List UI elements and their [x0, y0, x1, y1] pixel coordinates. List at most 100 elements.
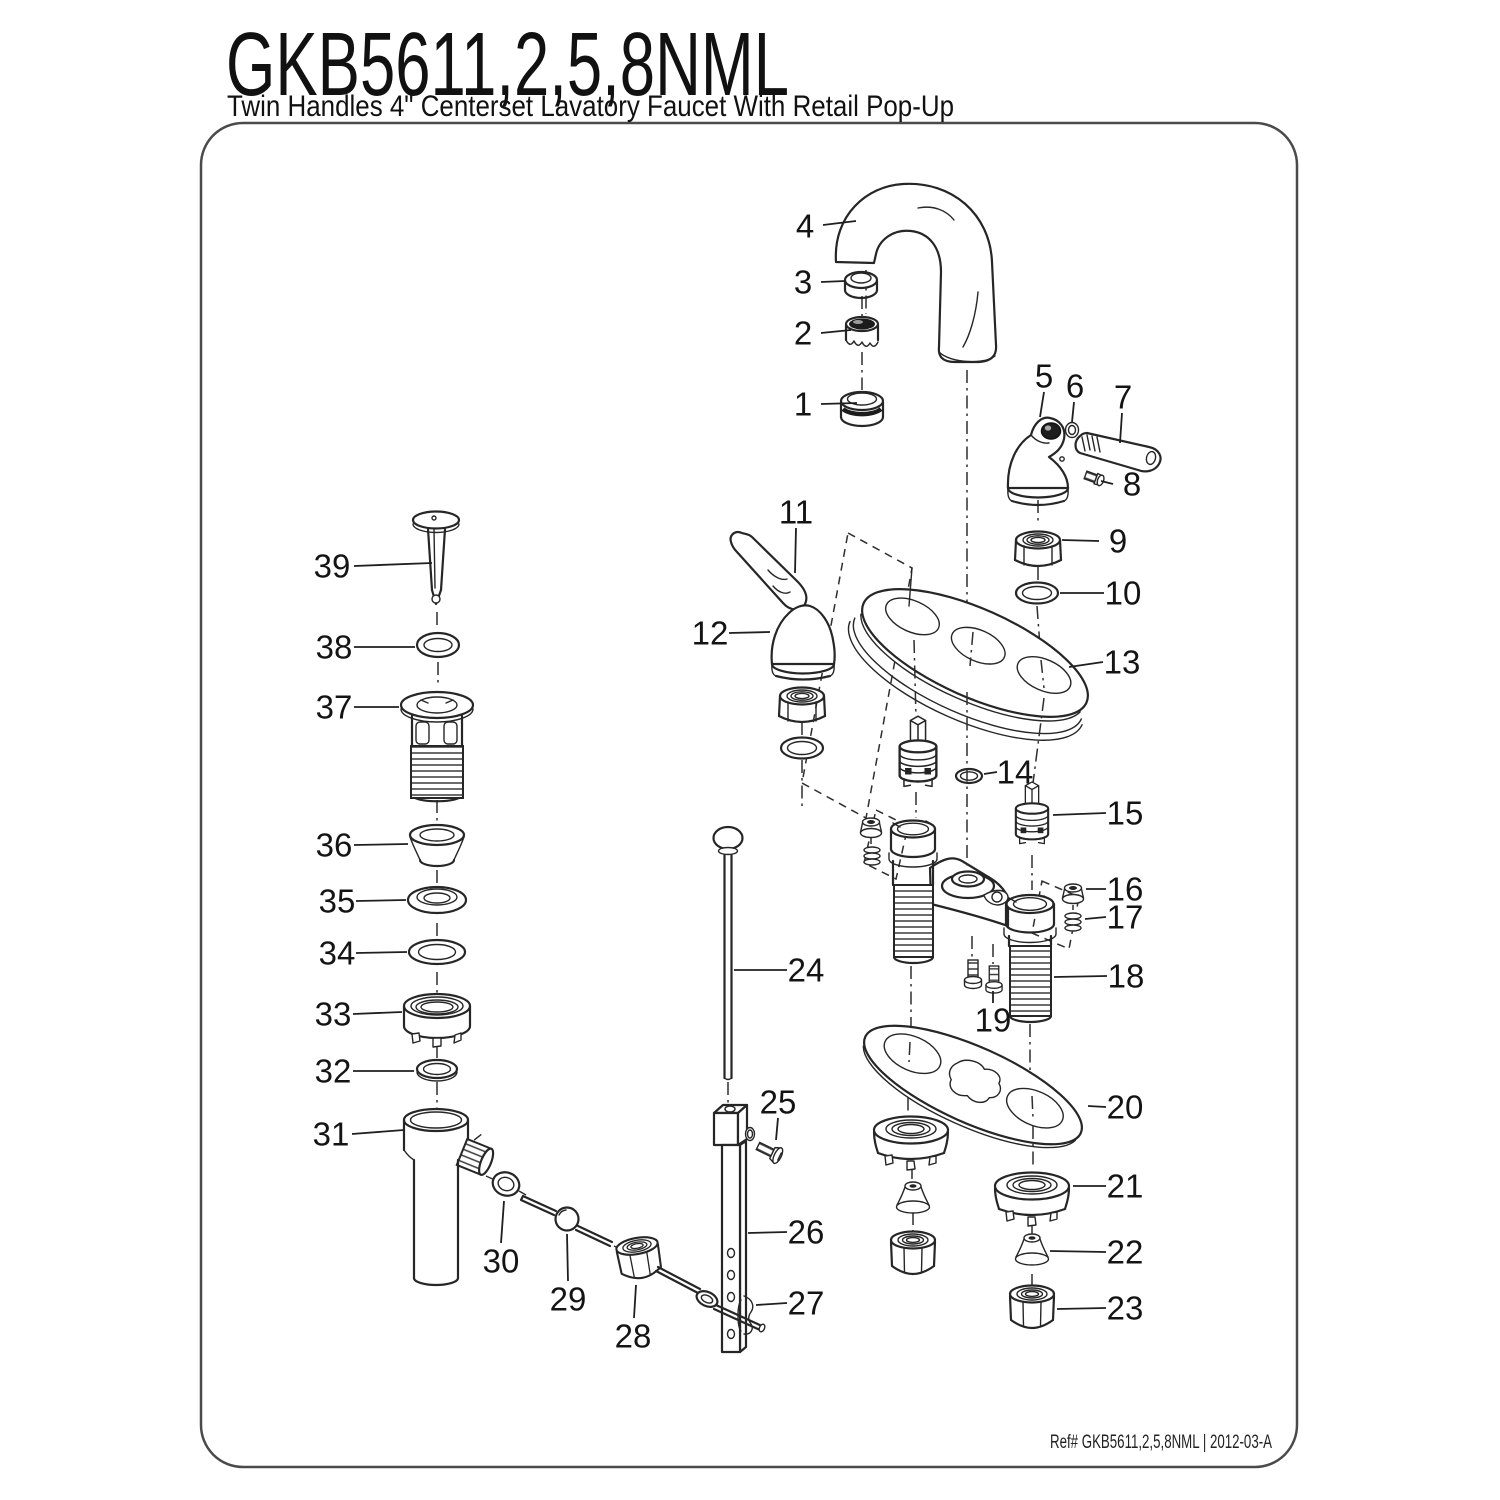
part-label-10: 10: [1105, 575, 1142, 612]
cone-washer-22-drawing: [1014, 1233, 1050, 1266]
leader-line-2: [820, 329, 852, 334]
gasket-32-drawing: [415, 1058, 459, 1082]
part-label-3: 3: [794, 264, 812, 301]
oring-14-drawing: [954, 767, 984, 785]
leader-line-9: [1061, 539, 1100, 542]
leader-line-35: [355, 899, 407, 902]
leader-line-8: [1100, 480, 1114, 485]
leader-line-33: [352, 1011, 403, 1015]
part-label-24: 24: [788, 952, 825, 989]
strap-drawing: [720, 1139, 748, 1354]
part-label-14: 14: [997, 754, 1034, 791]
explode-planes: [801, 531, 1080, 951]
right-lever-drawing: [1074, 431, 1162, 473]
left-mounting-nut-drawing: [872, 1115, 950, 1172]
leader-line-13: [1068, 661, 1104, 668]
leader-line-4: [822, 220, 857, 226]
part-label-16: 16: [1107, 871, 1144, 908]
part-label-32: 32: [315, 1053, 352, 1090]
leader-line-22: [1049, 1250, 1107, 1253]
pivot-rod-tail-drawing: [654, 1265, 766, 1333]
part-label-31: 31: [313, 1116, 350, 1153]
leader-line-39: [353, 562, 433, 567]
lift-rod-drawing: [712, 825, 744, 1081]
page-subtitle: Twin Handles 4" Centerset Lavatory Fauce…: [227, 90, 954, 123]
leader-line-31: [351, 1129, 405, 1135]
mounting-nut-21-drawing: [993, 1171, 1071, 1228]
part-label-18: 18: [1108, 958, 1145, 995]
left-cartridge-drawing: [898, 714, 938, 788]
leader-line-1: [820, 402, 858, 405]
part-label-29: 29: [550, 1281, 587, 1318]
left-handle-drawing: [729, 531, 836, 681]
part-label-33: 33: [315, 996, 352, 1033]
leader-line-26: [747, 1231, 788, 1234]
part-label-19: 19: [975, 1002, 1012, 1039]
leader-line-11: [794, 527, 797, 574]
left-spring-drawing: [863, 846, 881, 866]
body-screws-drawing: [963, 959, 1003, 994]
leader-line-29: [566, 1233, 569, 1282]
part-label-26: 26: [788, 1214, 825, 1251]
right-handle-washer-drawing: [1014, 581, 1060, 605]
leader-line-12: [728, 631, 771, 634]
deck-plate-drawing: [847, 588, 1089, 741]
part-label-11: 11: [779, 494, 813, 531]
part-label-17: 17: [1107, 899, 1144, 936]
leader-line-36: [353, 843, 409, 846]
part-label-13: 13: [1104, 644, 1141, 681]
leader-line-5: [1039, 391, 1045, 418]
part-label-12: 12: [692, 615, 729, 652]
leader-line-34: [355, 951, 408, 954]
spout-flange-ring-drawing: [843, 270, 879, 300]
spout-drawing: [834, 182, 998, 364]
leader-line-6: [1071, 401, 1075, 423]
part-label-6: 6: [1066, 368, 1084, 405]
cone-washer-36-drawing: [408, 823, 466, 868]
coupling-nut-23-drawing: [1008, 1284, 1056, 1330]
strap-block-drawing: [712, 1103, 756, 1147]
part-label-30: 30: [483, 1243, 520, 1280]
part-label-4: 4: [796, 208, 814, 245]
pivot-ball-drawing: [554, 1206, 580, 1232]
part-label-27: 27: [788, 1285, 825, 1322]
part-label-2: 2: [794, 315, 812, 352]
part-label-36: 36: [316, 827, 353, 864]
part-label-37: 37: [316, 689, 353, 726]
leader-line-14: [983, 771, 998, 775]
leader-line-3: [820, 280, 846, 283]
spring-17-drawing: [1064, 912, 1082, 932]
part-label-35: 35: [319, 883, 356, 920]
leader-line-20: [1087, 1105, 1107, 1108]
locknut-33-drawing: [402, 992, 472, 1048]
part-label-34: 34: [319, 935, 356, 972]
aerator-drawing: [844, 315, 880, 347]
diagram-border: [199, 121, 1299, 1469]
leader-line-15: [1052, 812, 1107, 816]
part-label-23: 23: [1107, 1290, 1144, 1327]
left-coupling-nut-drawing: [889, 1230, 937, 1276]
stopper-oring-drawing: [415, 631, 461, 659]
left-cone-washer-drawing: [895, 1181, 931, 1214]
part-label-20: 20: [1107, 1089, 1144, 1126]
right-handle-body-drawing: [1006, 416, 1070, 507]
bottom-plate-drawing: [862, 1024, 1084, 1149]
set-screw-drawing: [1083, 470, 1105, 487]
leader-line-28: [633, 1284, 637, 1319]
part-label-38: 38: [316, 629, 353, 666]
right-handle-oring-drawing: [1064, 421, 1080, 439]
right-cartridge-drawing: [1014, 780, 1050, 845]
drain-flange-drawing: [399, 690, 475, 803]
part-label-9: 9: [1109, 523, 1127, 560]
leader-line-27: [755, 1302, 788, 1306]
part-label-25: 25: [760, 1084, 797, 1121]
spout-base-ring-drawing: [839, 390, 885, 428]
leader-line-30: [500, 1200, 505, 1244]
spring-clip-27-drawing: [737, 1295, 754, 1335]
right-handle-nut-drawing: [1013, 530, 1063, 568]
beveled-washer-35-drawing: [406, 885, 468, 915]
drain-body-drawing: [402, 1107, 495, 1287]
